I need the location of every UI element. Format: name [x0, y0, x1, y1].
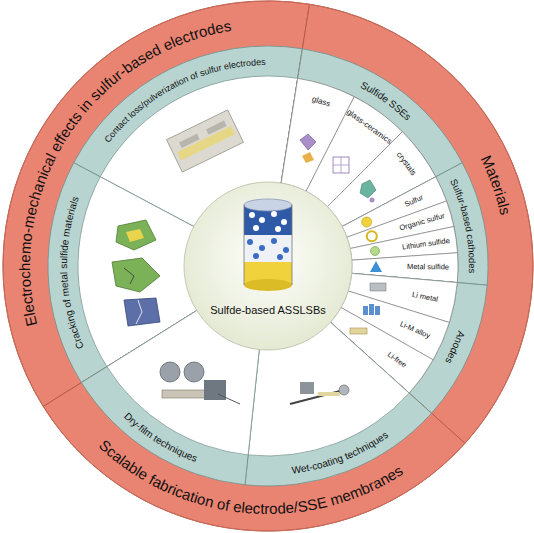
dry-film-illustration	[160, 362, 240, 404]
topic-label: Anodes	[443, 330, 467, 366]
center-label: Sulfde-based ASSLSBs	[210, 305, 326, 316]
section-label: Materials	[478, 153, 515, 217]
topic-label: Wet-coating techniques	[291, 429, 390, 475]
photo-illustration	[167, 110, 244, 172]
topic-label: Cracking of metal sulfide materials	[58, 195, 86, 351]
outer-rim	[3, 1, 533, 531]
topic-label: Dry-film techniques	[122, 410, 199, 464]
anode-illustrations	[350, 283, 386, 334]
cathode-illustrations	[362, 217, 382, 272]
item-label: Metal sulfide	[407, 263, 449, 271]
sse-illustrations	[300, 134, 376, 203]
battery-illustration	[244, 199, 292, 291]
wet-coating-illustration	[290, 382, 349, 404]
topic-label: Contact loss/pulverization of sulfur ele…	[103, 57, 267, 145]
cracking-illustration	[112, 220, 160, 326]
